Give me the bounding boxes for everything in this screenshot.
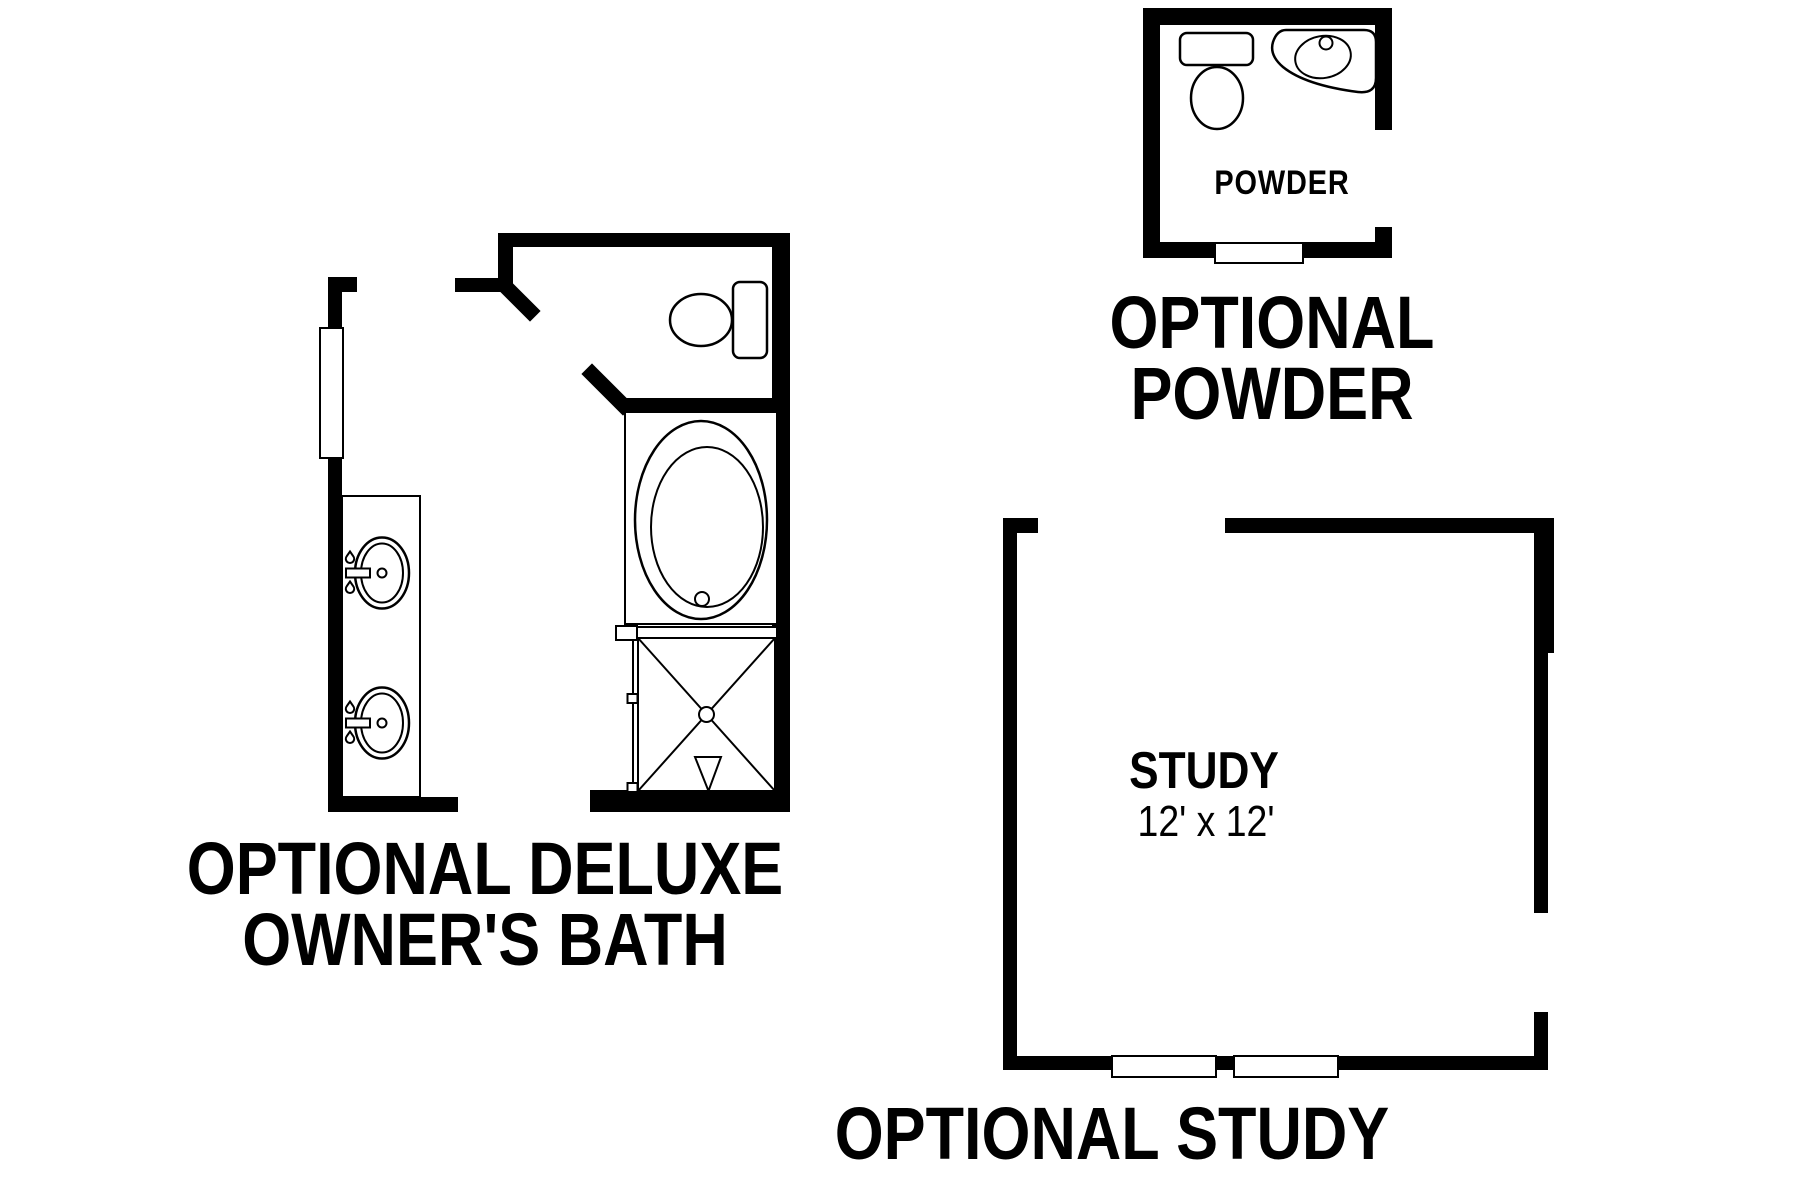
sink-icon (344, 536, 411, 610)
handle (344, 699, 356, 715)
wall (498, 233, 513, 286)
handle (344, 549, 356, 565)
study-room-dimensions: 12' x 12' (1137, 797, 1275, 846)
wall (1143, 8, 1160, 258)
shower-seat (693, 756, 723, 794)
wall (328, 797, 458, 812)
owners-bath-caption: OPTIONAL DELUXE OWNER'S BATH (186, 827, 784, 981)
wall (1225, 518, 1554, 533)
tub-drain (694, 591, 710, 607)
toilet-tank (731, 280, 769, 360)
wall (1534, 1012, 1548, 1070)
wall (1003, 518, 1017, 1070)
window-icon (1233, 1055, 1339, 1078)
wall (1534, 518, 1554, 653)
study-plan (1003, 518, 1554, 1078)
owners-bath-caption-line2: OWNER'S BATH (242, 898, 728, 981)
toilet-icon (1178, 31, 1255, 131)
shower-door-handle (626, 693, 639, 704)
toilet-icon (668, 280, 769, 360)
bathtub-icon (615, 411, 778, 641)
tub-basin (650, 446, 764, 608)
wall (772, 233, 790, 810)
faucet (345, 567, 371, 579)
wall (498, 233, 790, 247)
wall (328, 456, 342, 812)
shower-drain (698, 706, 715, 723)
toilet-bowl (668, 292, 734, 348)
tub-deck-step (615, 625, 638, 641)
corner-sink-icon (1270, 28, 1378, 94)
powder-room-label: POWDER (1214, 164, 1350, 202)
powder-caption-line1: OPTIONAL (1109, 281, 1435, 364)
study-room-label: STUDY (1129, 742, 1279, 800)
double-vanity-icon (341, 495, 421, 798)
door-leaf (581, 363, 634, 416)
handle (344, 729, 356, 745)
powder-caption: OPTIONAL POWDER (1109, 281, 1435, 435)
sink-basin (1294, 34, 1352, 80)
powder-caption-line2: POWDER (1130, 352, 1414, 435)
shower-door-handle (626, 782, 639, 793)
drain (376, 717, 388, 729)
study-caption: OPTIONAL STUDY (834, 1092, 1390, 1175)
faucet (345, 717, 371, 729)
wall (1375, 8, 1392, 130)
wall (1534, 653, 1548, 913)
powder-plan (1143, 8, 1392, 264)
sink-icon (344, 686, 411, 760)
wall (590, 790, 790, 812)
wall (328, 277, 342, 330)
door-opening (1214, 242, 1304, 264)
owners-bath-caption-line1: OPTIONAL DELUXE (186, 827, 784, 910)
tub-deck (619, 626, 778, 639)
owners-bath-plan (319, 233, 790, 812)
window-icon (1111, 1055, 1217, 1078)
shower-icon (626, 637, 776, 794)
wall (455, 278, 502, 292)
door-leaf (492, 273, 541, 322)
drain (376, 567, 388, 579)
wall (620, 398, 785, 412)
toilet-tank (1178, 31, 1255, 67)
wall (1143, 8, 1392, 25)
toilet-bowl (1189, 65, 1245, 131)
cased-opening (319, 327, 344, 459)
handle (344, 579, 356, 595)
faucet (1318, 35, 1334, 51)
